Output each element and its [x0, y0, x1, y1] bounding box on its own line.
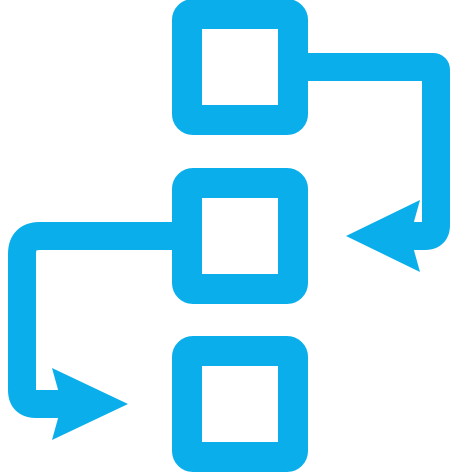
- top-node-box: [172, 0, 308, 135]
- left-connector-line: [8, 222, 174, 418]
- bottom-node-box: [172, 336, 308, 472]
- right-connector-line: [306, 53, 450, 250]
- middle-node-box: [172, 168, 308, 304]
- right-arrow-head: [346, 200, 420, 272]
- left-arrow-head: [52, 368, 128, 440]
